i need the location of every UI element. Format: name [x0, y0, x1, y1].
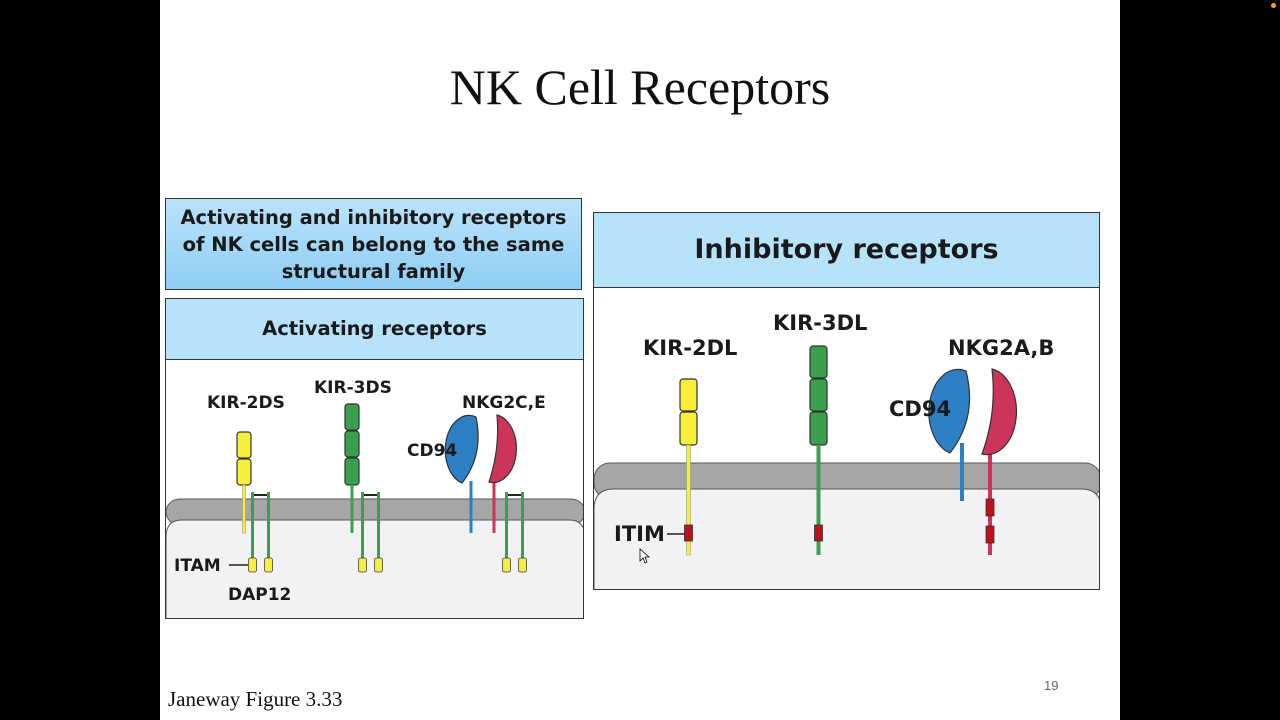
slide: NK Cell Receptors Activating and inhibit…: [160, 0, 1120, 720]
itam-motif: [374, 557, 383, 573]
dap12-chain: [377, 492, 380, 562]
inhibitory-receptors-panel: Inhibitory receptors: [593, 212, 1100, 590]
kir-3dl-stem: [816, 445, 821, 555]
kir-3ds-domain-1: [344, 403, 360, 431]
slide-number: 19: [1044, 678, 1059, 693]
cd94-domain: [444, 414, 479, 484]
kir-2ds-domain-2: [236, 458, 252, 486]
itim-label: ITIM: [614, 522, 665, 546]
nkg2ce-label: NKG2C,E: [462, 393, 546, 413]
cd94-label: CD94: [889, 397, 951, 421]
slide-title: NK Cell Receptors: [449, 59, 831, 115]
itam-motif: [248, 557, 257, 573]
cd94-label: CD94: [407, 441, 457, 461]
dap12-chain: [267, 492, 270, 562]
itam-motif: [264, 557, 273, 573]
itam-motif: [358, 557, 367, 573]
dap12-chain: [361, 492, 364, 562]
dap12-label: DAP12: [228, 585, 291, 605]
itam-motif: [502, 557, 511, 573]
kir-3ds-stem: [350, 485, 354, 533]
itim-motif: [985, 498, 995, 517]
activating-receptors-panel: Activating receptors: [165, 298, 584, 619]
inhibitory-receptors-header: Inhibitory receptors: [594, 213, 1099, 288]
source-caption: Janeway Figure 3.33: [168, 687, 343, 711]
kir-2dl-receptor: [679, 378, 698, 556]
status-dot-icon: [1271, 3, 1276, 8]
cd94-nkg2ce-heterodimer: [444, 414, 517, 533]
itim-motif: [814, 524, 823, 542]
kir-2dl-domain-2: [679, 411, 698, 446]
activating-receptors-header: Activating receptors: [166, 299, 583, 360]
cd94-stem: [960, 443, 964, 501]
figure-caption-box: Activating and inhibitory receptors of N…: [165, 198, 582, 290]
kir-3dl-receptor: [809, 345, 828, 555]
kir-2ds-receptor: [236, 431, 252, 534]
kir-3ds-label: KIR-3DS: [314, 378, 392, 398]
dap12-chain: [251, 492, 254, 562]
kir-2dl-stem: [686, 444, 691, 556]
kir-3dl-domain-2: [809, 378, 828, 412]
cytoplasm: [594, 488, 1099, 589]
kir-3ds-domain-3: [344, 457, 360, 486]
mouse-cursor-icon: [639, 548, 651, 564]
itim-motif: [684, 524, 693, 542]
kir-2dl-domain-1: [679, 378, 698, 412]
itam-motif: [518, 557, 527, 573]
dap12-dimer-1: [248, 492, 273, 573]
dap12-chain: [521, 492, 524, 562]
dap12-chain: [505, 492, 508, 562]
kir-2dl-label: KIR-2DL: [643, 336, 737, 360]
kir-2ds-label: KIR-2DS: [207, 393, 285, 413]
cd94-domain: [928, 368, 971, 454]
kir-3dl-label: KIR-3DL: [773, 311, 867, 335]
dap12-dimer-3: [502, 492, 527, 573]
inhibitory-receptors-diagram: KIR-2DL KIR-3DL NKG2A,B CD94 ITIM: [594, 311, 1099, 589]
kir-3dl-domain-1: [809, 345, 828, 379]
itim-motif: [985, 525, 995, 544]
cd94-stem: [469, 481, 473, 533]
kir-3ds-domain-2: [344, 430, 360, 458]
kir-2ds-domain-1: [236, 431, 252, 459]
cd94-nkg2ab-heterodimer: [928, 368, 1018, 555]
nkg2ce-stem: [492, 481, 496, 533]
dap12-dimer-2: [358, 492, 383, 573]
itam-label: ITAM: [174, 556, 221, 576]
nkg2ab-label: NKG2A,B: [948, 336, 1054, 360]
kir-2ds-stem: [242, 484, 246, 534]
nkg2ab-domain: [981, 368, 1018, 456]
nkg2ce-domain: [488, 414, 517, 484]
kir-3dl-domain-3: [809, 411, 828, 446]
activating-receptors-diagram: KIR-2DS KIR-3DS NKG2C,E CD94 ITAM DAP12: [166, 378, 583, 618]
kir-3ds-receptor: [344, 403, 360, 533]
